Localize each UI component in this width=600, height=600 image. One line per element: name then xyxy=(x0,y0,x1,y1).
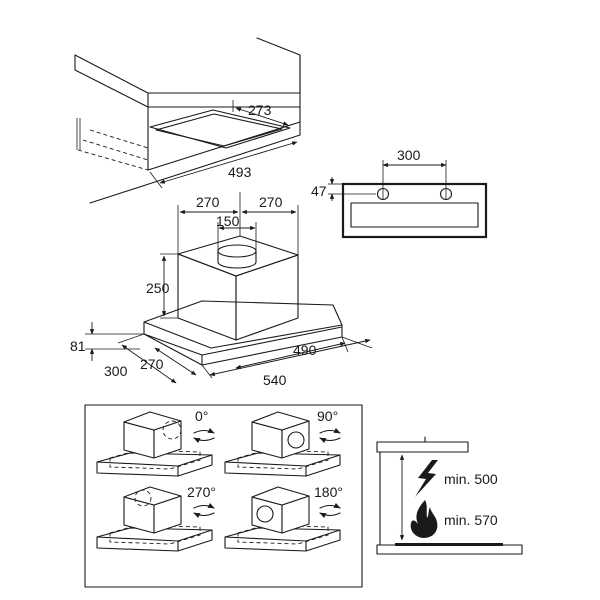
rotation-label-0: 0° xyxy=(195,408,208,424)
dim-plate-height: 47 xyxy=(311,183,327,199)
dim-body-width: 490 xyxy=(293,342,317,358)
flame-icon xyxy=(410,500,438,538)
hood-drawing: 270 270 150 250 81 300 270 490 540 xyxy=(70,192,373,388)
rotation-label-180: 180° xyxy=(314,484,343,500)
cabinet-drawing: 273 493 xyxy=(74,37,301,204)
lightning-icon xyxy=(415,460,438,497)
dim-base-height: 81 xyxy=(70,338,86,354)
dim-front-depth: 300 xyxy=(104,363,128,379)
rotate-arrows-icon xyxy=(319,427,341,444)
clearance-gas: min. 570 xyxy=(444,512,498,528)
rotation-0: 0° xyxy=(96,408,215,477)
rotate-arrows-icon xyxy=(193,427,215,444)
rotate-arrows-icon xyxy=(193,502,215,519)
clearance-electric: min. 500 xyxy=(444,471,498,487)
dim-hood-left: 270 xyxy=(196,194,220,210)
dim-hood-height: 250 xyxy=(146,280,170,296)
dim-cabinet-depth: 273 xyxy=(248,102,272,118)
rotate-arrows-icon xyxy=(319,502,341,519)
rotation-270: 270° xyxy=(96,484,216,552)
dim-cabinet-width: 493 xyxy=(228,164,252,180)
dim-total-width: 540 xyxy=(263,372,287,388)
clearance-drawing: min. 500 min. 570 xyxy=(376,436,523,555)
wall-plate-drawing: 300 47 xyxy=(311,147,488,239)
dim-hole-spacing: 300 xyxy=(397,147,421,163)
rotation-90: 90° xyxy=(224,408,341,477)
dim-side-depth: 270 xyxy=(140,356,164,372)
dim-outlet: 150 xyxy=(216,213,240,229)
rotation-180: 180° xyxy=(224,484,343,552)
dim-hood-right: 270 xyxy=(259,194,283,210)
rotation-panel: 0° 90° xyxy=(84,404,363,588)
rotation-label-270: 270° xyxy=(187,484,216,500)
rotation-label-90: 90° xyxy=(317,408,338,424)
